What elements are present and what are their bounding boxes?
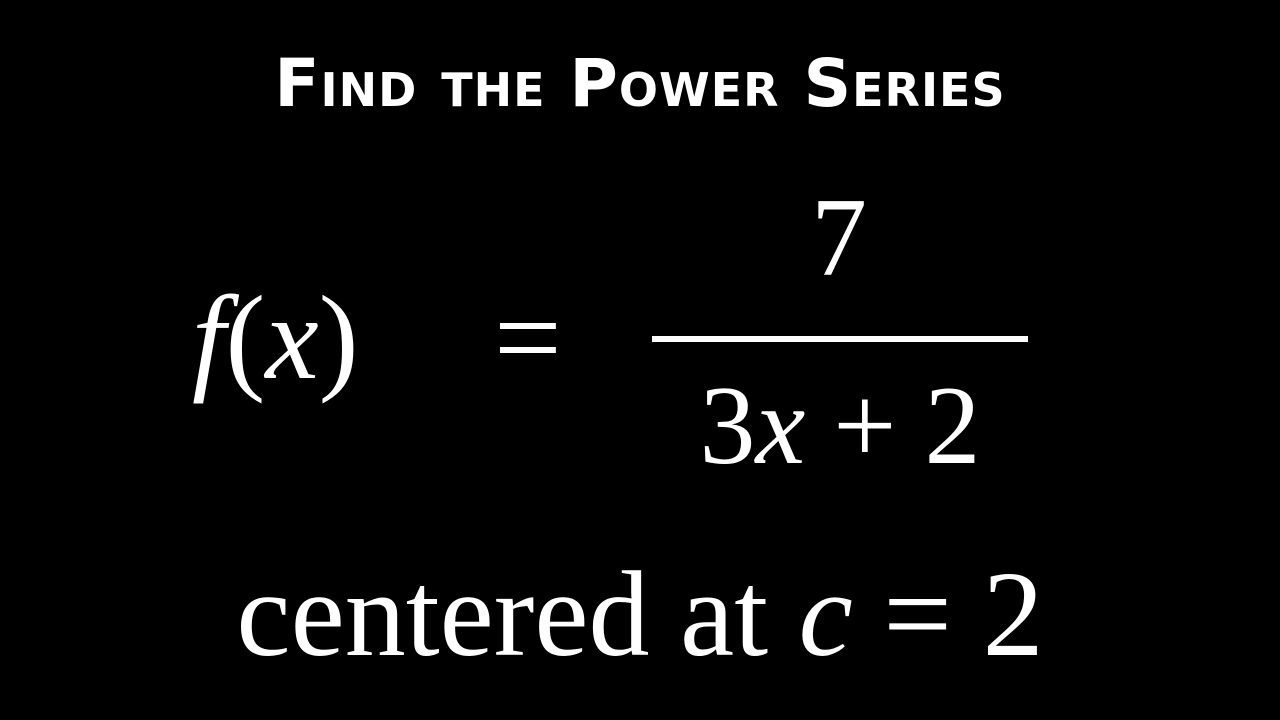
equals-sign: = bbox=[494, 271, 562, 404]
center-value: 2 bbox=[982, 547, 1044, 682]
function-name: f bbox=[192, 271, 226, 404]
fraction-numerator: 7 bbox=[811, 176, 867, 300]
denominator-coefficient: 3 bbox=[699, 364, 756, 488]
denominator-variable: x bbox=[755, 364, 806, 488]
condition-equals: = bbox=[852, 547, 983, 682]
center-variable: c bbox=[798, 547, 853, 682]
fraction-bar bbox=[652, 336, 1028, 342]
condition-text: centered at bbox=[236, 547, 799, 682]
center-condition: centered at c = 2 bbox=[0, 540, 1280, 690]
close-paren: ) bbox=[318, 271, 359, 404]
open-paren: ( bbox=[225, 271, 266, 404]
slide-title: Find the Power Series bbox=[274, 45, 1006, 122]
function-lhs: f(x) bbox=[192, 258, 359, 418]
fraction-denominator: 3x + 2 bbox=[650, 366, 1030, 486]
denominator-constant: 2 bbox=[924, 364, 981, 488]
function-variable: x bbox=[265, 271, 319, 404]
denominator-operator: + bbox=[805, 364, 925, 488]
